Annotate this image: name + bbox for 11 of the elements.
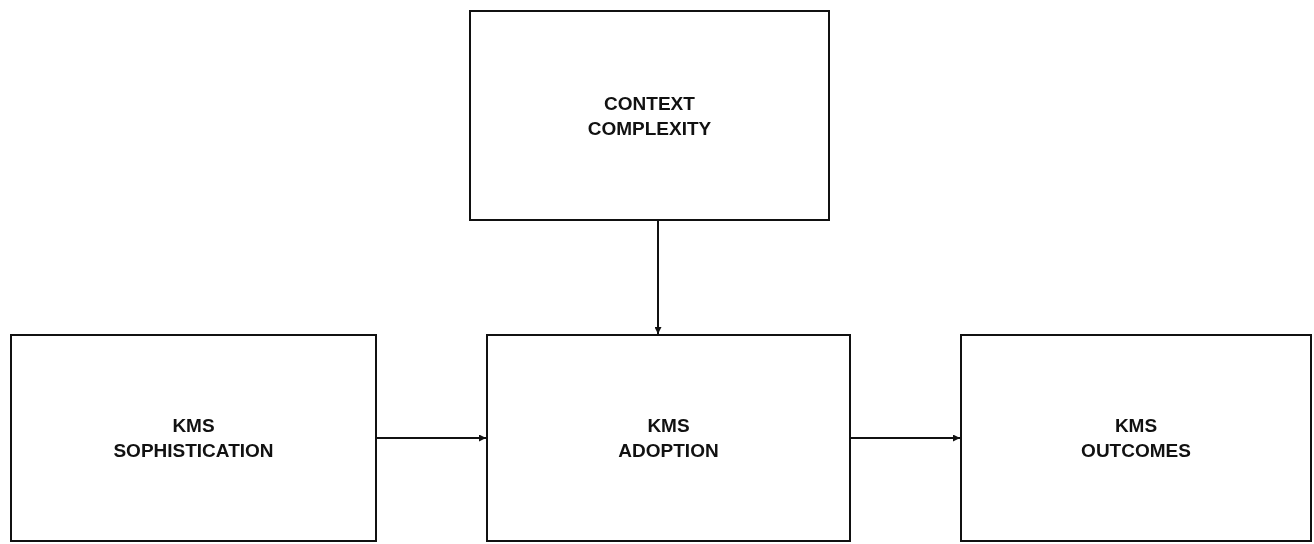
process-box: [10, 334, 377, 542]
box-label: KMS ADOPTION: [618, 414, 719, 463]
box-label: CONTEXT COMPLEXITY: [587, 91, 712, 141]
process-box: [486, 334, 851, 542]
process-box: [960, 334, 1312, 542]
arrow: [850, 434, 961, 442]
process-box: [469, 10, 830, 221]
arrow: [654, 220, 662, 335]
box-label: KMS OUTCOMES: [1081, 414, 1191, 463]
arrow: [376, 434, 487, 442]
box-label: KMS SOPHISTICATION: [113, 414, 274, 463]
